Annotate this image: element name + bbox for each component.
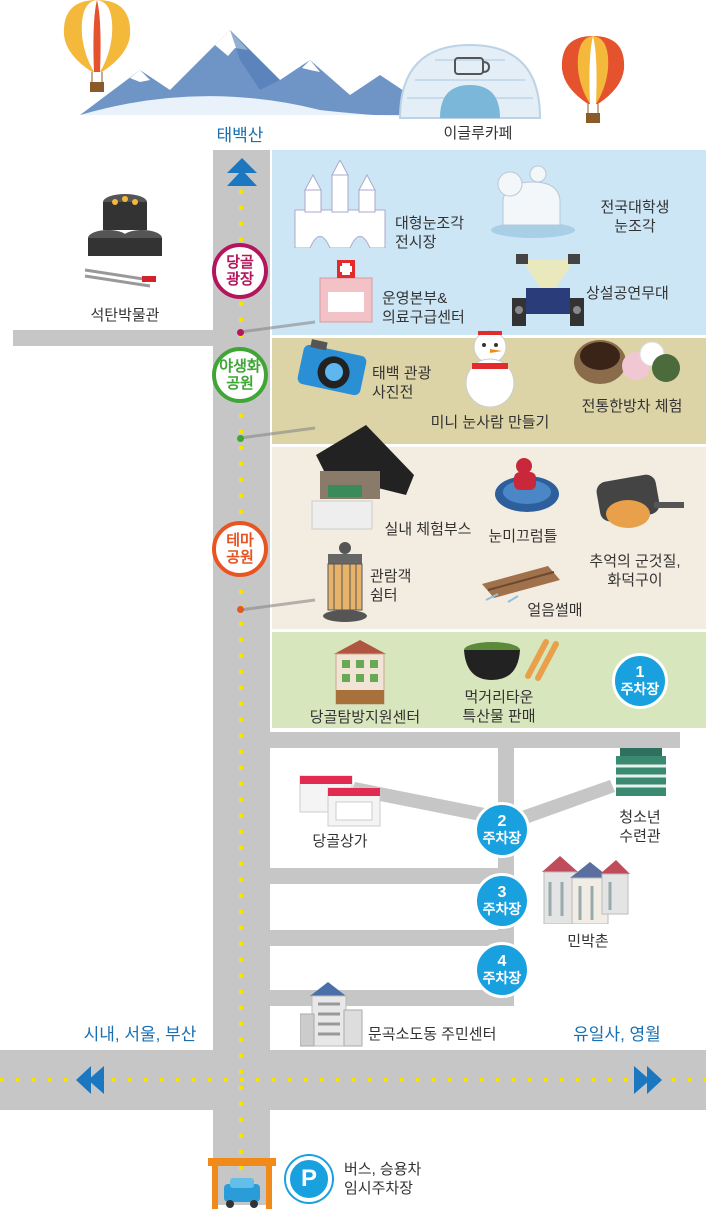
parking-p-sign: P <box>286 1156 332 1202</box>
youth-center-label: 청소년 수련관 <box>619 809 661 845</box>
direction-right-label: 유일사, 영월 <box>573 1025 661 1044</box>
dotted-centerline <box>0 190 706 1200</box>
minbak-label: 민박촌 <box>567 933 609 950</box>
north-arrow-icon <box>227 158 257 186</box>
polar-bear-sculpture-icon <box>491 165 575 238</box>
snowman-icon <box>465 330 515 407</box>
community-center-label: 문곡소도동 주민센터 <box>368 1026 497 1043</box>
mountain-illustration <box>80 30 440 117</box>
coal-museum-road <box>13 330 218 346</box>
parking-3-number: 3 <box>497 884 507 901</box>
parking-4-label: 주차장 <box>482 970 522 986</box>
snow-slide-icon <box>495 458 559 512</box>
taebaeksan-label: 태백산 <box>216 126 264 145</box>
igloo-cafe-icon <box>398 43 542 119</box>
indoor-booth-label: 실내 체험부스 <box>384 521 472 538</box>
thema-park-badge[interactable]: 테마 공원 <box>212 521 268 577</box>
youth-center-icon <box>616 748 666 796</box>
visitor-center-icon <box>334 640 386 705</box>
igloo-cafe-label: 이글루카페 <box>443 125 513 142</box>
heater-icon <box>323 542 367 622</box>
university-sculpture-label: 전국대학생 눈조각 <box>600 199 670 235</box>
photo-exhibit-label: 태백 관광 사진전 <box>372 365 432 401</box>
parking-1-number: 1 <box>635 664 645 681</box>
parking-4-badge[interactable]: 4 주차장 <box>474 942 530 998</box>
bungeoppang-icon <box>596 474 684 528</box>
west-arrow-icon <box>76 1066 104 1094</box>
main-road-vertical <box>213 150 270 1205</box>
lower-road-2 <box>270 868 510 884</box>
east-arrow-icon <box>634 1066 662 1094</box>
direction-left-label: 시내, 서울, 부산 <box>83 1025 197 1044</box>
parking-3-label: 주차장 <box>482 901 522 917</box>
snack-bbq-label: 추억의 군것질, 화덕구이 <box>589 553 681 589</box>
community-center-icon <box>300 982 363 1047</box>
shops-icon <box>299 775 381 827</box>
parking-3-badge[interactable]: 3 주차장 <box>474 873 530 929</box>
parking-p-letter: P <box>300 1165 317 1192</box>
snow-slide-label: 눈미끄럼틀 <box>488 528 558 545</box>
parking-2-badge[interactable]: 2 주차장 <box>474 802 530 858</box>
parking-1-badge[interactable]: 1 주차장 <box>612 653 668 709</box>
parking-2-label: 주차장 <box>482 830 522 846</box>
shelter-label: 관람객 쉼터 <box>370 568 412 604</box>
parking-2-number: 2 <box>497 813 507 830</box>
camera-icon <box>297 339 367 396</box>
stage-icon <box>512 254 584 326</box>
danggol-plaza-badge[interactable]: 당골 광장 <box>212 243 268 299</box>
traditional-tea-icon <box>574 340 680 384</box>
diagonal-roads <box>350 780 615 828</box>
ice-sled-icon <box>482 566 560 603</box>
food-bowl-icon <box>464 639 559 681</box>
shops-label: 당골상가 <box>312 833 368 850</box>
danggol-dot <box>237 329 244 336</box>
coal-museum-label: 석탄박물관 <box>90 307 160 324</box>
coal-briquette-icon <box>84 194 162 288</box>
hot-air-balloon-right-icon <box>561 36 625 123</box>
booth-tent-icon <box>311 425 414 530</box>
sculpture-exhibit-label: 대형눈조각 전시장 <box>395 215 465 251</box>
hot-air-balloon-left-icon <box>63 0 131 92</box>
ice-sled-label: 얼음썰매 <box>527 602 583 619</box>
lower-road-3 <box>270 930 510 946</box>
herbal-tea-label: 전통한방차 체험 <box>581 398 683 415</box>
yasaeng-park-badge[interactable]: 야생화 공원 <box>212 347 268 403</box>
yasaeng-dot <box>237 435 244 442</box>
temp-parking-label: 버스, 승용차 임시주차장 <box>344 1161 422 1197</box>
minbak-village-icon <box>542 856 630 924</box>
stage-label: 상설공연무대 <box>586 285 669 302</box>
visitor-center-label: 당골탐방지원센터 <box>309 709 421 726</box>
hq-medical-label: 운영본부& 의료구급센터 <box>382 290 465 326</box>
lower-road-1 <box>270 732 680 748</box>
badge-connectors <box>239 320 316 612</box>
medical-center-icon <box>319 260 373 323</box>
parking-1-label: 주차장 <box>620 681 660 697</box>
parking-gate-icon <box>208 1158 276 1209</box>
food-town-label: 먹거리타운 특산물 판매 <box>462 689 536 725</box>
thema-dot <box>237 606 244 613</box>
mini-snowman-label: 미니 눈사람 만들기 <box>430 414 550 431</box>
snow-castle-icon <box>294 160 386 248</box>
parking-4-number: 4 <box>497 953 507 970</box>
